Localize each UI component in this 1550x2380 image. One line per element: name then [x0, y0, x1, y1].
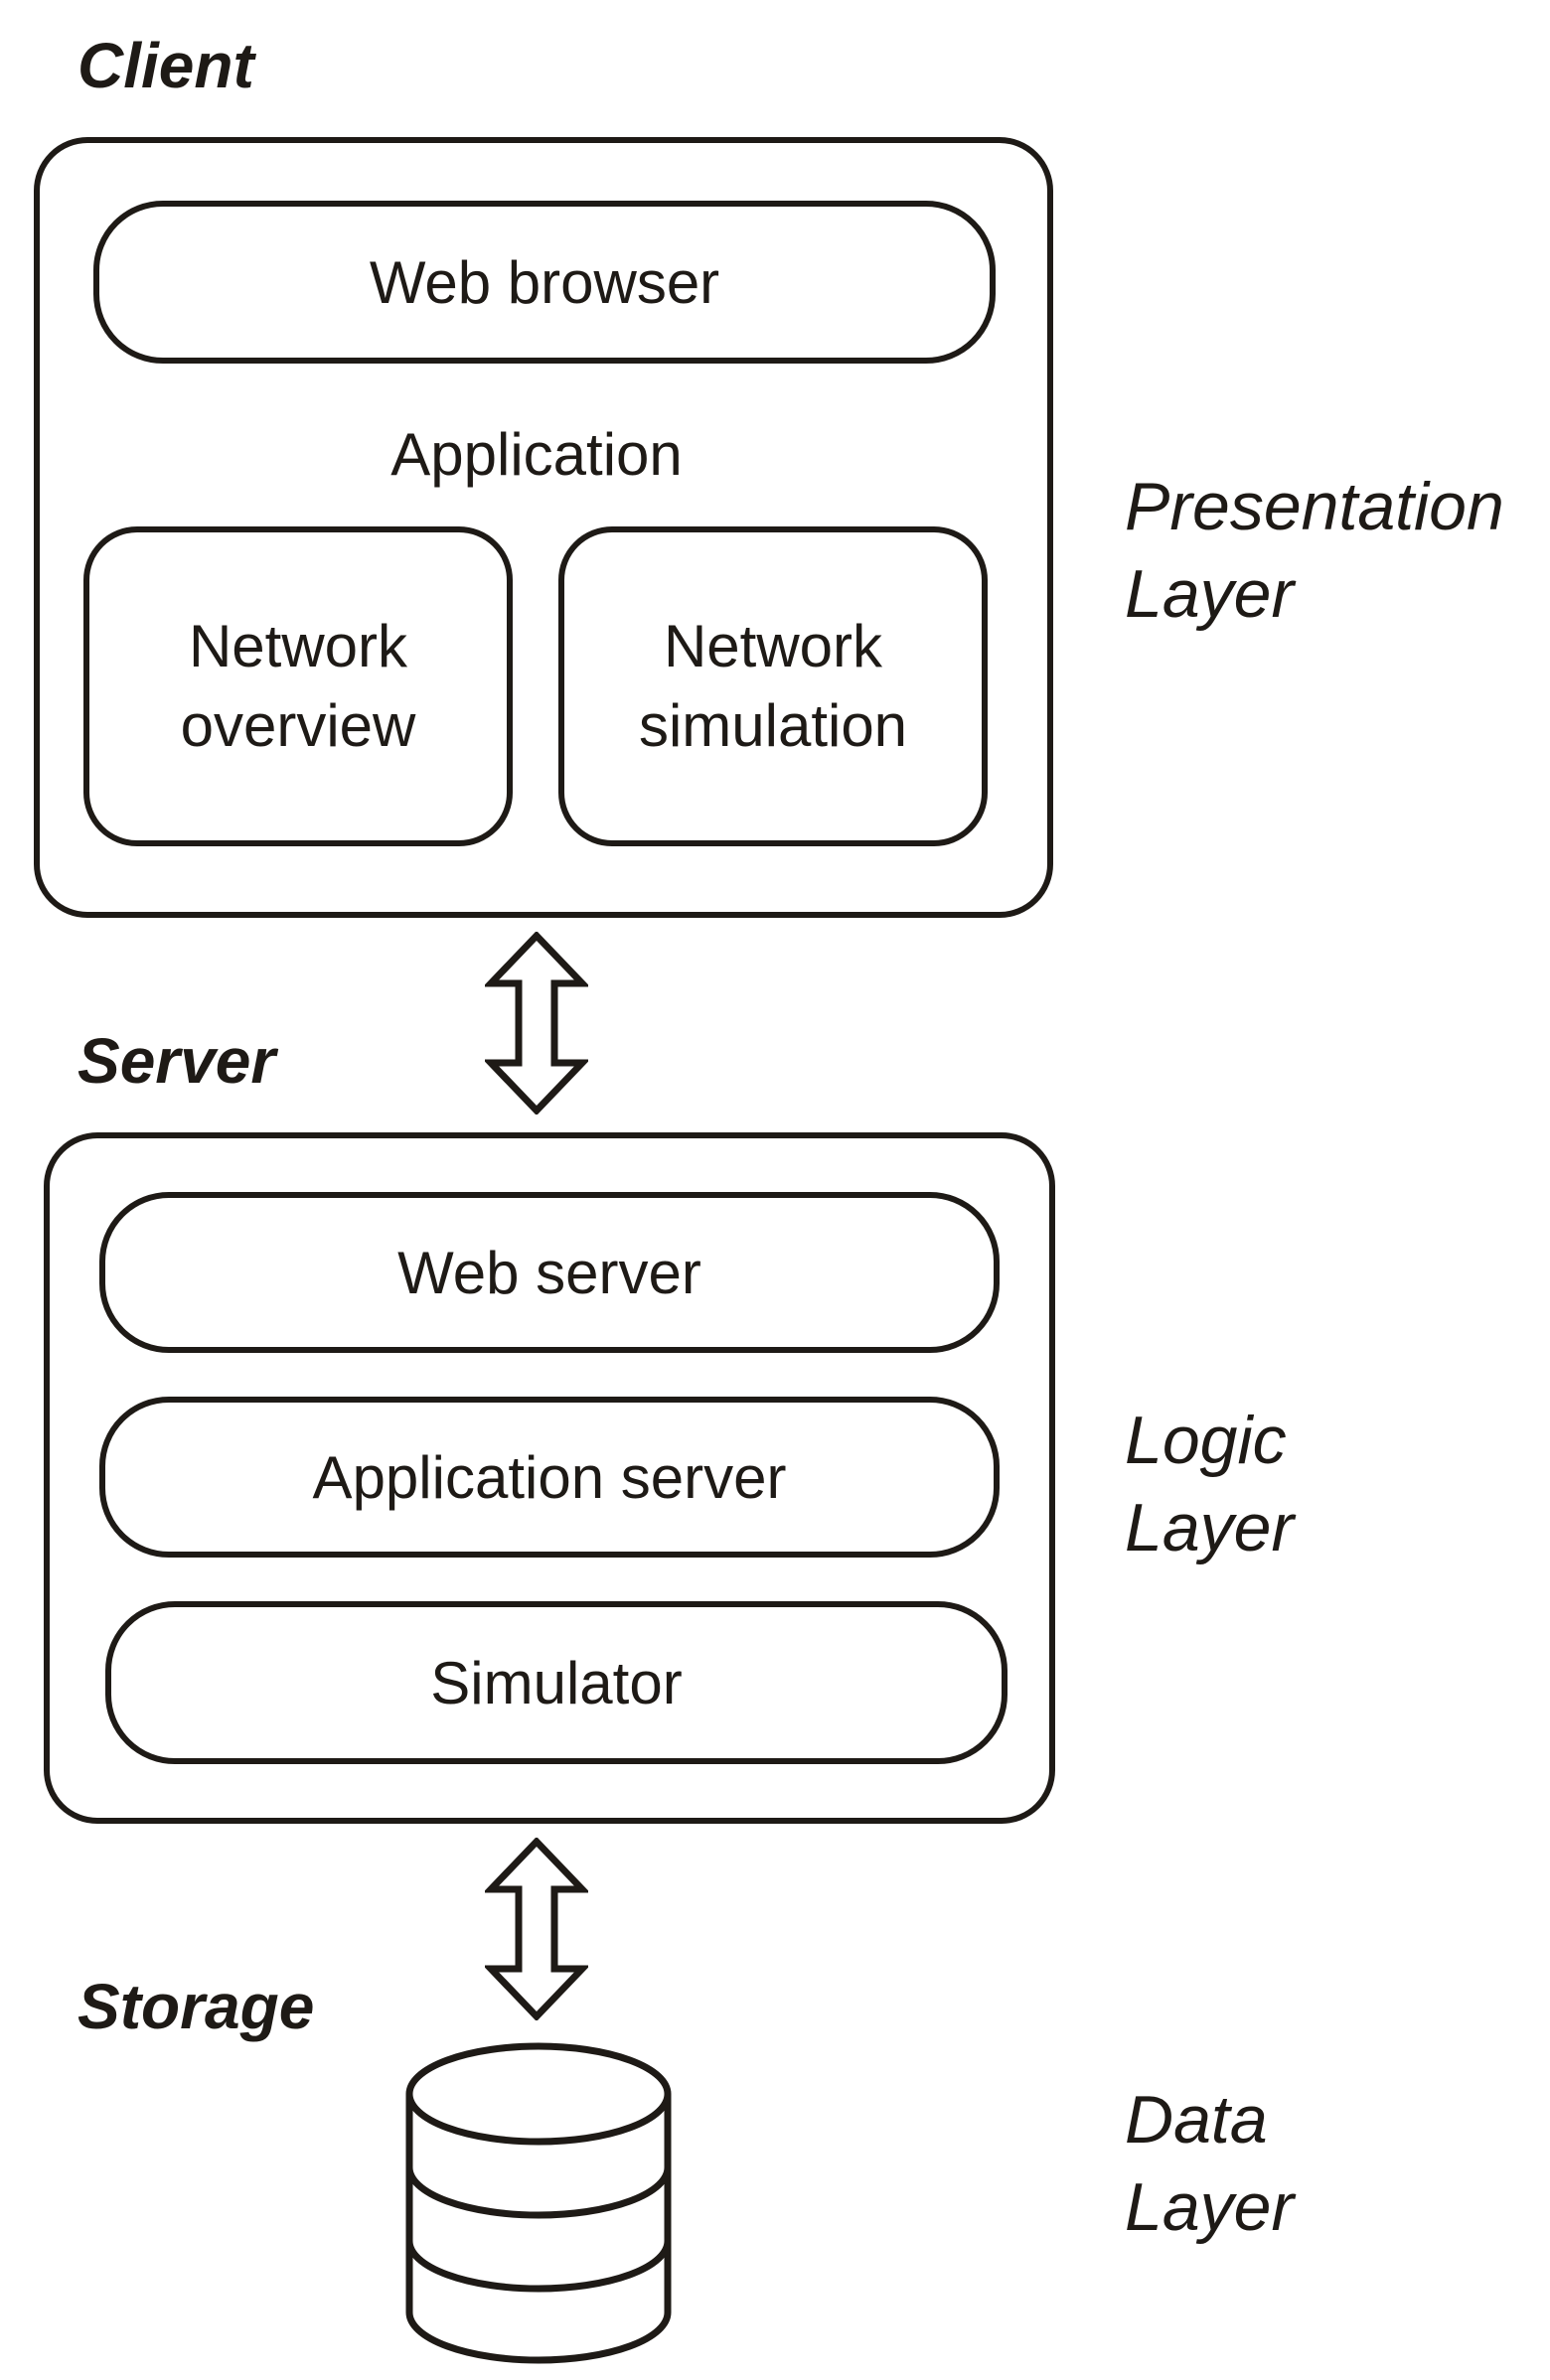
network-simulation-module: Network simulation: [558, 526, 988, 846]
logic-layer-line2: Layer: [1125, 1490, 1295, 1565]
double-arrow-icon: [485, 1838, 588, 2020]
presentation-layer-label: Presentation Layer: [1125, 463, 1504, 638]
server-box: [44, 1132, 1055, 1824]
network-overview-module: Network overview: [83, 526, 513, 846]
data-layer-line1: Data: [1125, 2082, 1268, 2157]
server-title: Server: [78, 1025, 276, 1097]
web-browser-box: Web browser: [93, 201, 996, 364]
logic-layer-label: Logic Layer: [1125, 1397, 1294, 1571]
network-simulation-line1: Network: [663, 613, 883, 679]
data-layer-line2: Layer: [1125, 2169, 1295, 2245]
presentation-layer-line1: Presentation: [1125, 469, 1504, 544]
application-server-box: Application server: [99, 1397, 1000, 1558]
network-simulation-line2: simulation: [638, 692, 908, 759]
client-title: Client: [78, 30, 254, 101]
data-layer-label: Data Layer: [1125, 2076, 1294, 2251]
application-label: Application: [390, 421, 683, 488]
network-overview-line1: Network: [188, 613, 408, 679]
database-icon: [405, 2042, 672, 2364]
double-arrow-icon: [485, 932, 588, 1115]
presentation-layer-line2: Layer: [1125, 556, 1295, 632]
network-overview-line2: overview: [180, 692, 416, 759]
storage-title: Storage: [78, 1971, 315, 2042]
simulator-box: Simulator: [105, 1601, 1008, 1764]
web-server-box: Web server: [99, 1192, 1000, 1353]
logic-layer-line1: Logic: [1125, 1403, 1287, 1478]
